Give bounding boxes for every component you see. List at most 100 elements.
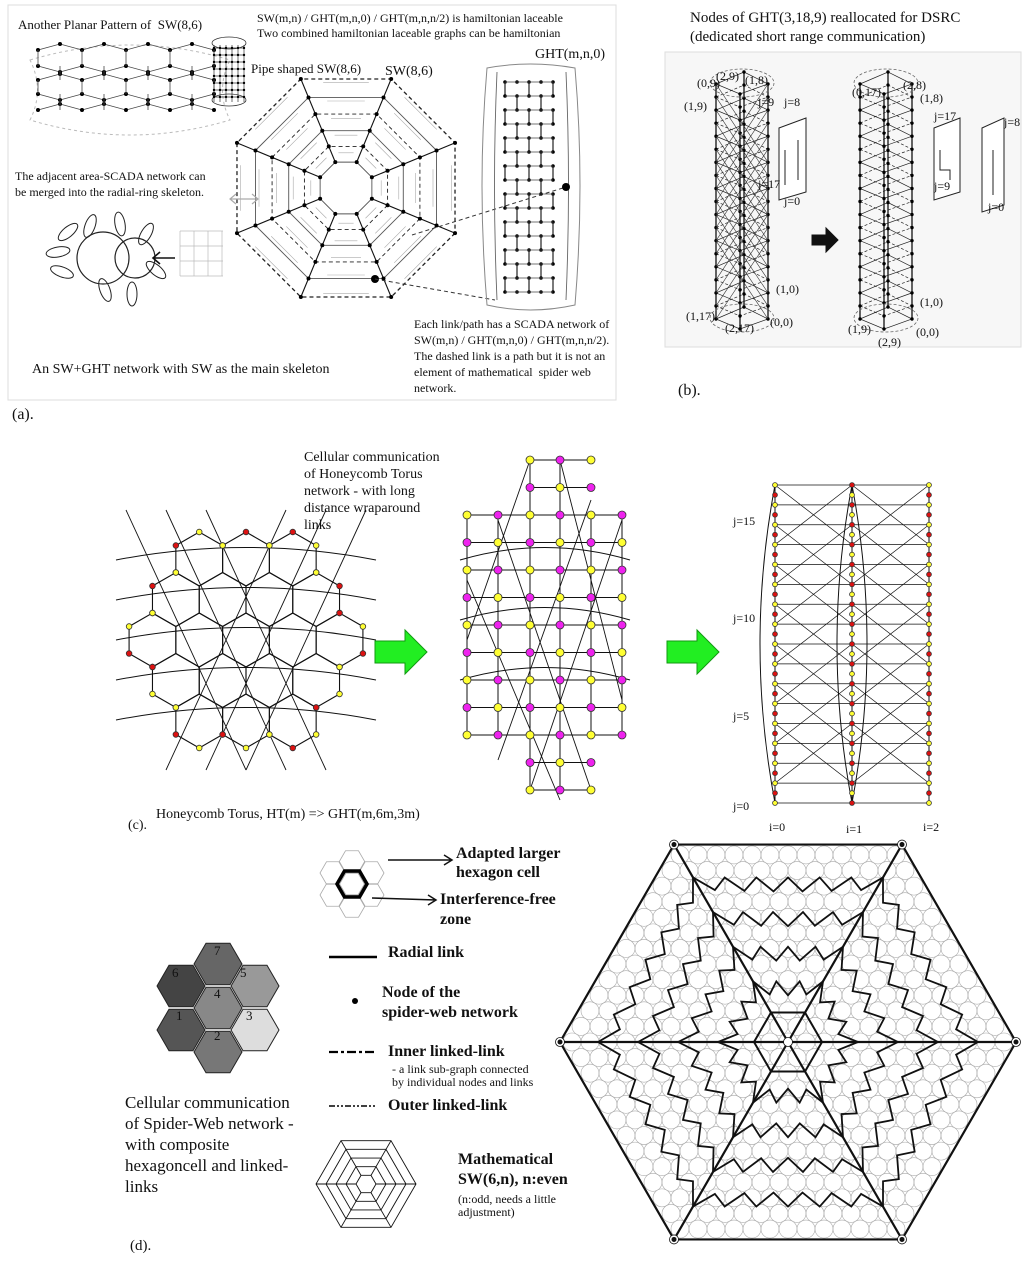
small-cell bbox=[778, 876, 798, 896]
node bbox=[236, 60, 240, 64]
node bbox=[849, 740, 855, 747]
node bbox=[849, 790, 855, 796]
node bbox=[858, 291, 862, 295]
small-cell bbox=[733, 892, 753, 912]
node bbox=[218, 81, 222, 85]
small-cell bbox=[751, 1110, 771, 1130]
radial bbox=[371, 142, 456, 178]
node bbox=[586, 593, 596, 602]
small-cell bbox=[877, 985, 897, 1005]
small-cell bbox=[652, 1188, 672, 1208]
small-cell bbox=[760, 970, 780, 989]
node bbox=[882, 157, 886, 161]
zigzag-link bbox=[882, 877, 979, 1043]
small-cell bbox=[913, 985, 933, 1005]
small-cell bbox=[688, 1157, 708, 1177]
legend-node-1: Node of the bbox=[382, 984, 461, 1001]
node bbox=[318, 175, 323, 180]
node bbox=[374, 259, 379, 264]
panel-b-title-1: Nodes of GHT(3,18,9) reallocated for DSR… bbox=[690, 10, 961, 26]
node bbox=[886, 279, 890, 283]
small-cell bbox=[661, 1017, 681, 1036]
small-cell bbox=[634, 907, 654, 927]
node bbox=[493, 730, 503, 740]
honeycomb-torus-graph bbox=[115, 509, 377, 771]
node bbox=[772, 750, 778, 757]
node bbox=[1013, 1039, 1019, 1045]
node bbox=[926, 512, 932, 518]
small-cell bbox=[625, 1017, 645, 1036]
node bbox=[617, 675, 627, 685]
small-cell bbox=[751, 954, 771, 974]
node bbox=[910, 304, 914, 308]
small-cell bbox=[661, 861, 681, 880]
node bbox=[318, 196, 323, 201]
node bbox=[253, 148, 258, 153]
node bbox=[910, 212, 914, 217]
wrap-link bbox=[205, 509, 327, 771]
small-cell bbox=[805, 1172, 825, 1192]
hex-cell bbox=[175, 531, 224, 587]
dashed-link bbox=[374, 278, 496, 301]
legend-radial: Radial link bbox=[388, 944, 465, 961]
node bbox=[381, 95, 386, 100]
small-cell bbox=[607, 1110, 627, 1130]
node bbox=[286, 162, 291, 167]
small-cell bbox=[715, 1017, 735, 1036]
node bbox=[886, 226, 890, 231]
node bbox=[926, 531, 932, 538]
node bbox=[146, 42, 150, 46]
edge bbox=[851, 723, 930, 784]
node bbox=[617, 648, 627, 657]
panel-d-label: (d). bbox=[130, 1238, 152, 1254]
node bbox=[926, 770, 932, 776]
node bbox=[926, 700, 932, 707]
arrow bbox=[151, 251, 175, 265]
node bbox=[882, 262, 886, 266]
small-cell bbox=[679, 1079, 699, 1099]
node bbox=[849, 680, 855, 687]
small-cell bbox=[895, 1017, 915, 1036]
zigzag-link bbox=[597, 1041, 694, 1207]
node bbox=[849, 661, 855, 667]
small-cell bbox=[832, 1063, 852, 1083]
hex-cell bbox=[193, 942, 243, 986]
zigzag-link bbox=[818, 981, 859, 1043]
node bbox=[910, 291, 914, 295]
wrap-link bbox=[459, 667, 631, 681]
node bbox=[555, 455, 565, 465]
node bbox=[886, 187, 890, 192]
cellular-honeycomb-3: network - with long bbox=[304, 484, 415, 499]
hex-cell bbox=[156, 1008, 206, 1052]
node bbox=[525, 758, 535, 767]
zigzag-link bbox=[677, 946, 736, 1043]
small-cell bbox=[571, 1048, 591, 1067]
sw-radial bbox=[340, 1192, 362, 1228]
node bbox=[224, 67, 228, 71]
small-cell bbox=[886, 1219, 906, 1239]
small-cell bbox=[787, 892, 807, 912]
wrap-link bbox=[115, 587, 377, 601]
panel-b-left-label: (1,8) bbox=[745, 73, 768, 87]
legend-adapted-2: hexagon cell bbox=[456, 864, 540, 881]
node bbox=[772, 710, 778, 717]
node bbox=[849, 800, 855, 806]
small-cell bbox=[832, 1219, 852, 1239]
small-cell bbox=[796, 1219, 816, 1239]
small-cell bbox=[598, 970, 618, 989]
small-cell bbox=[949, 1110, 969, 1130]
node bbox=[882, 314, 886, 318]
node bbox=[772, 502, 778, 508]
node-sample bbox=[352, 998, 358, 1004]
node bbox=[882, 235, 886, 240]
node bbox=[849, 780, 855, 786]
edge bbox=[384, 226, 406, 248]
path bbox=[939, 150, 951, 180]
small-cell bbox=[652, 1001, 672, 1021]
node bbox=[926, 661, 932, 667]
small-cell bbox=[706, 1219, 726, 1239]
legend-graphics bbox=[315, 850, 454, 1228]
small-cell bbox=[904, 907, 924, 927]
small-cell bbox=[589, 1048, 609, 1067]
node bbox=[374, 112, 379, 117]
